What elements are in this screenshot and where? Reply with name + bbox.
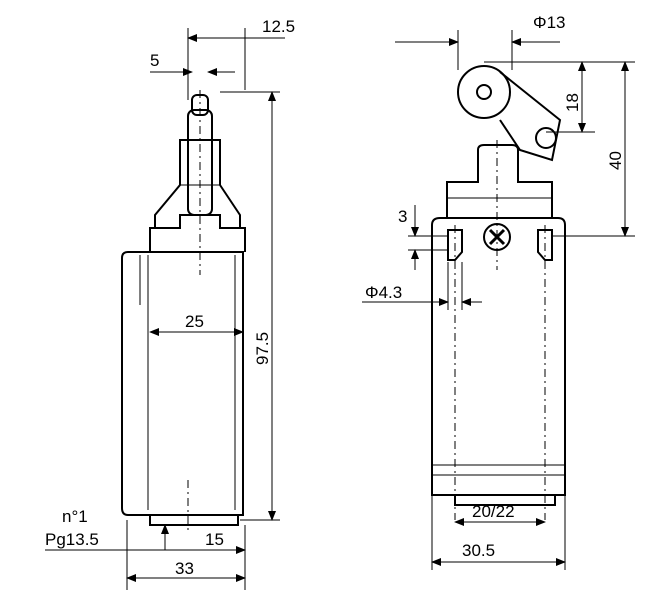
left-base <box>149 514 239 526</box>
dim-12-5-label: 12.5 <box>262 17 295 36</box>
left-body-outline <box>121 251 244 516</box>
right-view: Φ13 18 40 3 Φ4.3 20/22 30.5 <box>362 13 635 570</box>
lever-pivot <box>535 127 557 149</box>
dim-40-label: 40 <box>606 151 625 170</box>
mounting-hole-right <box>537 229 553 261</box>
entry-thread: Pg13.5 <box>45 530 99 549</box>
dim-33-label: 33 <box>175 559 194 578</box>
entry-label: n°1 <box>62 507 88 526</box>
dim-25-label: 25 <box>185 312 204 331</box>
roller <box>457 65 511 119</box>
lever-arm <box>499 71 562 162</box>
entry-leader <box>45 524 169 551</box>
dim-97-5-label: 97.5 <box>253 332 272 365</box>
dim-5-label: 5 <box>150 51 159 70</box>
dim-20-22-label: 20/22 <box>472 502 515 521</box>
right-head <box>446 144 553 218</box>
dim-15-label: 15 <box>205 530 224 549</box>
dim-phi13-label: Φ13 <box>533 13 565 32</box>
roller-axle <box>476 84 492 100</box>
left-head <box>149 214 246 252</box>
dim-3-label: 3 <box>398 207 407 226</box>
dim-phi4-3-label: Φ4.3 <box>365 283 402 302</box>
dim-30-5-label: 30.5 <box>462 541 495 560</box>
dim-18-label: 18 <box>563 93 582 112</box>
mounting-hole-left <box>447 229 463 261</box>
left-view: 12.5 5 97.5 25 15 33 n°1 Pg13.5 <box>45 17 295 590</box>
